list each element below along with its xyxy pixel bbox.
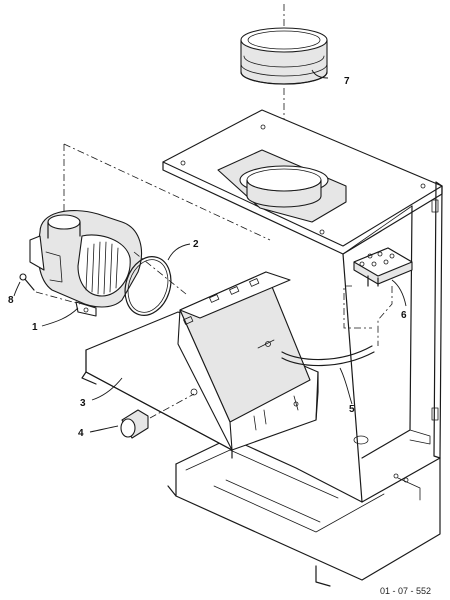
callout-6: 6 <box>401 310 407 321</box>
callout-2: 2 <box>193 239 199 250</box>
part-3-fan-bracket <box>81 271 319 459</box>
callout-5: 5 <box>349 404 355 415</box>
part-6-pressure-switch <box>343 247 413 346</box>
part-1-fan-blower <box>29 143 271 317</box>
callout-7: 7 <box>344 76 350 87</box>
leader-lines <box>13 69 407 433</box>
part-5-tube <box>281 345 375 367</box>
callout-1: 1 <box>32 322 38 333</box>
callout-3: 3 <box>80 398 86 409</box>
callout-4: 4 <box>78 428 84 439</box>
part-2-gasket-ring <box>124 256 172 316</box>
part-4-grommet <box>120 393 195 439</box>
boiler-casing <box>162 109 443 587</box>
callout-8: 8 <box>8 295 14 306</box>
callouts: 7 2 8 1 6 3 5 4 <box>8 76 407 439</box>
impeller-vanes <box>85 241 119 295</box>
reference-code: 01 - 07 - 552 <box>380 586 431 596</box>
part-8-screw <box>19 273 81 305</box>
